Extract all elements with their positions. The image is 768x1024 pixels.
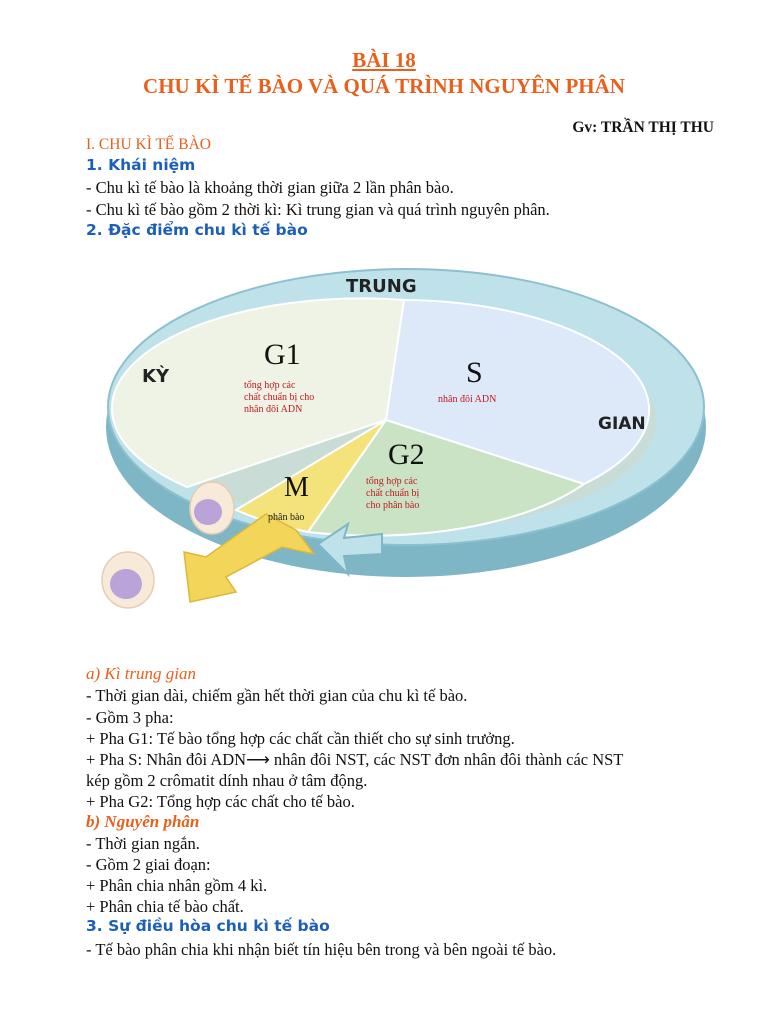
- concept-line-2: - Chu kì tế bào gồm 2 thời kì: Kì trung …: [86, 200, 550, 219]
- phase-s-name: S: [466, 356, 483, 389]
- daughter-cell-2-nucleus: [110, 569, 142, 599]
- cell-cycle-diagram: TRUNG KỲ GIAN G1 tổng hợp các chất chuẩn…: [86, 262, 706, 642]
- phase-m-desc: phân bào: [268, 512, 305, 523]
- regulation-line: - Tế bào phân chia khi nhận biết tín hiệ…: [86, 940, 557, 959]
- cell-cycle-svg: [101, 268, 706, 609]
- sector-g1: [111, 297, 406, 489]
- interphase-heading: a) Kì trung gian: [86, 664, 197, 683]
- phase-g1-desc-2: chất chuẩn bị cho: [244, 392, 315, 403]
- phase-g1-desc-3: nhân đôi ADN: [244, 404, 303, 415]
- phase-g2-desc-1: tổng hợp các: [366, 476, 418, 487]
- ring-arrowhead: [316, 521, 383, 578]
- ring-label-top: TRUNG: [346, 276, 417, 297]
- regulation-heading: 3. Sự điều hòa chu kì tế bào: [86, 917, 330, 935]
- phase-g2-name: G2: [388, 438, 425, 471]
- teacher-name: Gv: TRẦN THỊ THU: [572, 119, 714, 136]
- mitosis-line-3: + Phân chia nhân gồm 4 kì.: [86, 876, 268, 895]
- lesson-number: BÀI 18: [352, 48, 416, 72]
- mitosis-line-4: + Phân chia tế bào chất.: [86, 897, 244, 916]
- ring-label-right: GIAN: [598, 414, 646, 434]
- concept-line-1: - Chu kì tế bào là khoảng thời gian giữa…: [86, 178, 454, 197]
- ring-label-left: KỲ: [142, 366, 169, 387]
- page-title: CHU KÌ TẾ BÀO VÀ QUÁ TRÌNH NGUYÊN PHÂN: [143, 74, 625, 98]
- phase-g2-desc-2: chất chuẩn bị: [366, 488, 420, 499]
- interphase-line-3: + Pha G1: Tế bào tổng hợp các chất cần t…: [86, 729, 515, 748]
- mitosis-line-1: - Thời gian ngắn.: [86, 834, 200, 853]
- interphase-line-2: - Gồm 3 pha:: [86, 708, 174, 727]
- phase-g2-desc-3: cho phân bào: [366, 500, 420, 511]
- interphase-line-1: - Thời gian dài, chiếm gần hết thời gian…: [86, 686, 468, 705]
- phase-g1-desc-1: tổng hợp các: [244, 380, 296, 391]
- concept-heading: 1. Khái niệm: [86, 156, 196, 174]
- sector-s: [384, 298, 651, 486]
- daughter-cell-1-nucleus: [194, 499, 222, 525]
- phase-m-name: M: [284, 472, 309, 503]
- interphase-line-6: + Pha G2: Tổng hợp các chất cho tế bào.: [86, 792, 355, 811]
- mitosis-line-2: - Gồm 2 giai đoạn:: [86, 855, 211, 874]
- features-heading: 2. Đặc điểm chu kì tế bào: [86, 221, 308, 239]
- section-heading-cell-cycle: I. CHU KÌ TẾ BÀO: [86, 136, 211, 153]
- interphase-line-5: kép gồm 2 crômatit dính nhau ở tâm động.: [86, 771, 368, 790]
- division-arrow: [183, 513, 316, 603]
- interphase-line-4: + Pha S: Nhân đôi ADN⟶ nhân đôi NST, các…: [86, 750, 624, 769]
- phase-s-desc: nhân đôi ADN: [438, 394, 497, 405]
- phase-g1-name: G1: [264, 338, 301, 371]
- mitosis-heading: b) Nguyên phân: [86, 812, 200, 831]
